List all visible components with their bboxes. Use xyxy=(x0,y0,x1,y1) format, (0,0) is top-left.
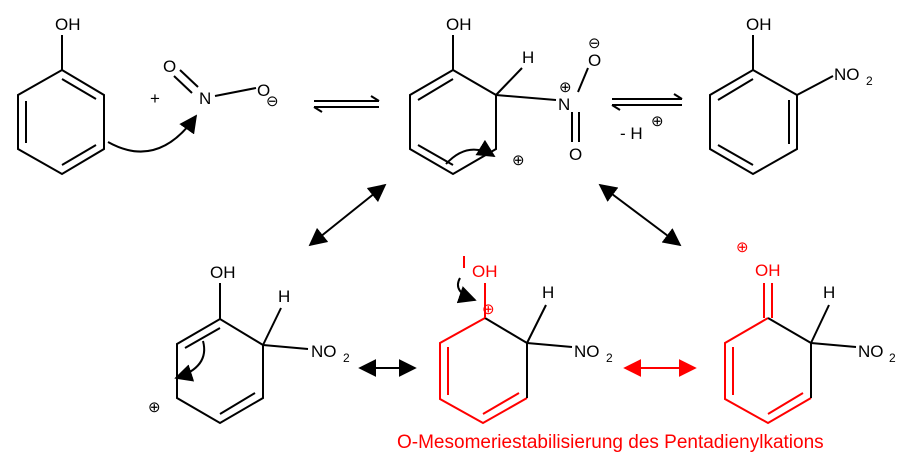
resonance-1-no-label: NO xyxy=(311,342,337,361)
sigma-complex-oh-label: OH xyxy=(446,15,472,34)
resonance-3-plus-charge: ⊕ xyxy=(736,239,749,256)
equilibrium-arrow-2 xyxy=(611,93,683,111)
minus-h-plus-charge: ⊕ xyxy=(651,113,664,130)
resonance-structure-1 xyxy=(176,283,309,425)
resonance-3-h-label: H xyxy=(823,283,835,302)
ortho-nitrophenol-molecule xyxy=(709,35,834,176)
nitrophenol-no-subscript: 2 xyxy=(866,74,873,88)
resonance-1-plus-charge: ⊕ xyxy=(148,399,161,416)
resonance-structure-1-curved-arrow xyxy=(174,340,206,382)
nitronium-o1-label: O xyxy=(163,57,176,76)
nitronium-o2-label: O xyxy=(257,81,270,100)
resonance-2-plus-charge: ⊕ xyxy=(482,301,495,318)
resonance-3-oh-label: OH xyxy=(755,261,781,280)
sigma-complex-o1-minus-charge: ⊖ xyxy=(588,35,601,52)
resonance-arrow-left xyxy=(308,183,387,247)
resonance-2-oh-label: OH xyxy=(472,262,498,281)
resonance-2-no-subscript: 2 xyxy=(606,351,613,365)
nitrophenol-oh-label: OH xyxy=(746,15,772,34)
caption: O-Mesomeriestabilisierung des Pentadieny… xyxy=(397,432,824,453)
resonance-3-no-subscript: 2 xyxy=(889,351,896,365)
nitronium-minus-charge: ⊖ xyxy=(266,93,279,110)
resonance-1-h-label: H xyxy=(278,287,290,306)
nitrophenol-no-label: NO xyxy=(834,65,860,84)
nitronium-n-label: N xyxy=(199,89,211,108)
nitronium-ion xyxy=(173,69,257,97)
attack-curved-arrow xyxy=(107,114,198,153)
resonance-3-no-label: NO xyxy=(858,342,884,361)
resonance-structure-2-curved-arrow xyxy=(456,277,477,304)
sigma-complex-o1-label: O xyxy=(588,51,601,70)
minus-h-label: - H xyxy=(620,124,643,143)
resonance-2-h-label: H xyxy=(542,283,554,302)
resonance-structure-3 xyxy=(724,283,857,425)
phenol-oh-label: OH xyxy=(55,15,81,34)
plus-sign: + xyxy=(150,89,160,108)
sigma-complex-o2-label: O xyxy=(569,145,582,164)
equilibrium-arrow-1 xyxy=(313,95,380,113)
sigma-complex-ring-plus-charge: ⊕ xyxy=(512,152,525,169)
resonance-1-oh-label: OH xyxy=(210,263,236,282)
resonance-structure-2 xyxy=(439,256,573,425)
sigma-complex-n-label: N xyxy=(558,95,570,114)
sigma-complex-curved-arrow xyxy=(445,139,496,165)
resonance-2-no-label: NO xyxy=(574,342,600,361)
resonance-1-no-subscript: 2 xyxy=(343,351,350,365)
phenol-molecule xyxy=(17,35,105,176)
sigma-complex-h-label: H xyxy=(522,48,534,67)
resonance-arrow-right xyxy=(598,183,682,247)
sigma-complex-n-plus-charge: ⊕ xyxy=(559,79,572,96)
